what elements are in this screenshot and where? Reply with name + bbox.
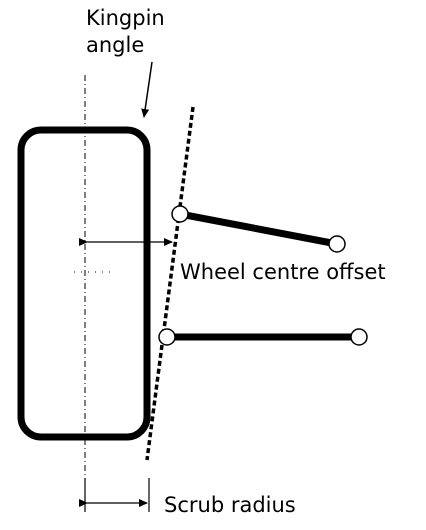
upper-arm-pivot [328,235,346,253]
lower-arm-pivot [350,328,368,346]
scrub-radius-label: Scrub radius [164,493,296,517]
kingpin-angle-label-line2: angle [86,33,144,57]
wheel-outline [17,126,151,441]
kingpin-axis [145,106,195,461]
wheel-centre-offset-label: Wheel centre offset [180,260,386,284]
upper-control-arm [179,210,338,248]
upper-ball-joint [171,205,189,223]
kingpin-angle-leader [141,61,153,118]
lower-ball-joint [158,328,176,346]
kingpin-angle-label-line1: Kingpin [86,6,165,30]
